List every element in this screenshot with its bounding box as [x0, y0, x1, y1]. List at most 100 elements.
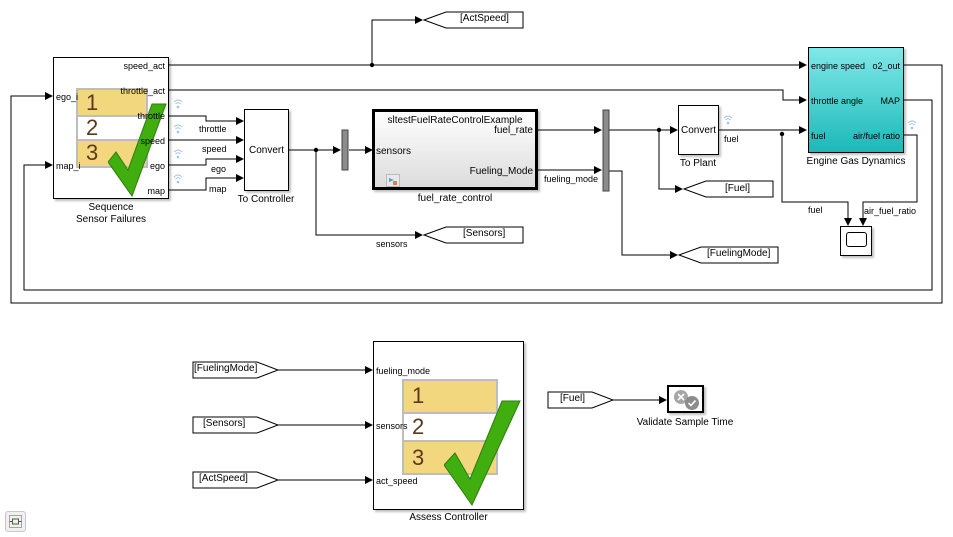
convert-label: Convert — [680, 124, 716, 136]
step-1: 1 — [404, 381, 496, 412]
branch-point — [779, 131, 785, 137]
from-fuel[interactable]: [Fuel] — [560, 393, 586, 404]
wire-fuel-scope — [781, 134, 852, 226]
wire-sensors-goto — [315, 150, 423, 239]
logged-signal-icon — [907, 120, 917, 130]
model-reference-icon — [386, 174, 400, 187]
port-sensors: sensors — [376, 421, 408, 431]
fuel-rate-control-title: fuel_rate_control — [417, 193, 493, 204]
wire-actspeed-goto — [371, 16, 423, 65]
engine-title: Engine Gas Dynamics — [806, 156, 906, 167]
port-engine-speed: engine speed — [811, 61, 866, 71]
validate-sample-time-block[interactable] — [667, 385, 704, 413]
assess-controller-block[interactable]: 1 2 3 fueling_mode sensors act_speed — [373, 341, 524, 510]
logged-signal-icon — [173, 174, 183, 184]
from-fuelingmode-shape — [192, 361, 280, 379]
validate-icon — [674, 390, 699, 410]
port-map: map — [147, 186, 165, 196]
demux-bar — [602, 109, 610, 192]
goto-fuelingmode-shape — [677, 246, 779, 264]
logged-signal-icon — [173, 99, 183, 109]
branch-point — [369, 62, 375, 68]
signal-label-air-fuel-ratio: air_fuel_ratio — [864, 206, 917, 216]
branch-point — [313, 147, 319, 153]
wire-map-feedback — [23, 99, 933, 291]
convert-label: Convert — [248, 144, 284, 156]
port-speed: speed — [140, 136, 165, 146]
port-speed-act: speed_act — [123, 61, 165, 71]
checkmark-icon — [108, 103, 167, 198]
to-controller-block[interactable]: Convert — [244, 109, 289, 191]
from-actspeed[interactable]: [ActSpeed] — [199, 473, 248, 484]
signal-label-fuel: fuel — [724, 134, 739, 144]
port-fuel: fuel — [811, 131, 826, 141]
scope-block[interactable] — [840, 226, 872, 256]
test-assessment-icon: 1 2 3 — [402, 379, 498, 475]
wire-fuelingmode-goto — [608, 170, 678, 259]
mux-bar — [341, 129, 349, 171]
logged-signal-icon — [173, 149, 183, 159]
wire-o2-feedback — [10, 64, 943, 304]
signal-label-fuel-scope: fuel — [808, 205, 823, 215]
ref-model-name: sltestFuelRateControlExample — [387, 115, 523, 126]
port-air-fuel-ratio: air/fuel ratio — [852, 131, 900, 141]
goto-actspeed[interactable]: [ActSpeed] — [460, 13, 509, 24]
signal-label-ego: ego — [211, 164, 227, 174]
port-fueling-mode: Fueling_Mode — [469, 166, 533, 177]
port-act-speed: act_speed — [376, 476, 418, 486]
from-fuelingmode[interactable]: [FuelingMode] — [194, 363, 258, 374]
from-sensors-shape — [192, 416, 280, 434]
logged-signal-icon — [723, 115, 733, 125]
goto-fuel-shape — [682, 180, 774, 198]
model-browser-button[interactable] — [5, 511, 26, 532]
step-2: 2 — [78, 115, 146, 141]
from-actspeed-shape — [192, 471, 280, 489]
step-1: 1 — [78, 90, 146, 116]
logged-signal-icon — [173, 124, 183, 134]
goto-actspeed-shape — [422, 11, 524, 29]
goto-fuel[interactable]: [Fuel] — [725, 183, 751, 194]
step-2: 2 — [404, 411, 496, 443]
wire-throttle-act — [169, 89, 807, 104]
scope-icon — [846, 232, 867, 247]
to-plant-title: To Plant — [679, 158, 717, 169]
goto-sensors-shape — [422, 226, 524, 244]
wire-throttle — [169, 115, 244, 125]
fuel-rate-control-block[interactable]: sltestFuelRateControlExample sensors fue… — [372, 109, 538, 190]
signal-label-fueling-mode: fueling_mode — [544, 174, 599, 184]
port-ego: ego — [149, 161, 165, 171]
sequence-sensor-failures-block[interactable]: 1 2 3 ego_i map_i speed_act throttle_act… — [53, 57, 169, 199]
wire-ego — [169, 155, 244, 166]
goto-sensors[interactable]: [Sensors] — [463, 228, 506, 239]
wire-map — [169, 174, 244, 191]
port-throttle-act: throttle_act — [120, 86, 165, 96]
port-throttle: throttle — [137, 111, 165, 121]
signal-label-speed: speed — [202, 144, 227, 154]
branch-point — [656, 127, 662, 133]
wire-afr-scope — [859, 134, 918, 226]
checkmark-icon — [444, 400, 521, 506]
port-sensors: sensors — [376, 146, 412, 157]
to-controller-title: To Controller — [237, 194, 295, 205]
port-fueling-mode: fueling_mode — [376, 366, 431, 376]
port-throttle-angle: throttle angle — [811, 96, 864, 106]
engine-gas-dynamics-block[interactable]: engine speed throttle angle fuel o2_out … — [808, 47, 904, 153]
goto-fuelingmode[interactable]: [FuelingMode] — [707, 248, 771, 259]
to-plant-block[interactable]: Convert — [678, 105, 719, 155]
signal-label-throttle: throttle — [199, 124, 227, 134]
port-map-i: map_i — [56, 161, 81, 171]
wire-fuel-goto — [658, 130, 683, 193]
port-map-out: MAP — [880, 96, 900, 106]
signal-label-sensors: sensors — [376, 239, 408, 249]
from-fuel-shape — [547, 391, 615, 409]
port-o2-out: o2_out — [872, 61, 900, 71]
port-fuel-rate: fuel_rate — [494, 125, 533, 136]
validate-title: Validate Sample Time — [636, 417, 734, 428]
from-sensors[interactable]: [Sensors] — [203, 418, 246, 429]
assess-controller-title: Assess Controller — [409, 512, 488, 523]
port-ego-i: ego_i — [56, 92, 79, 102]
signal-label-map: map — [209, 184, 227, 194]
hide-show-browser-icon — [9, 515, 22, 528]
